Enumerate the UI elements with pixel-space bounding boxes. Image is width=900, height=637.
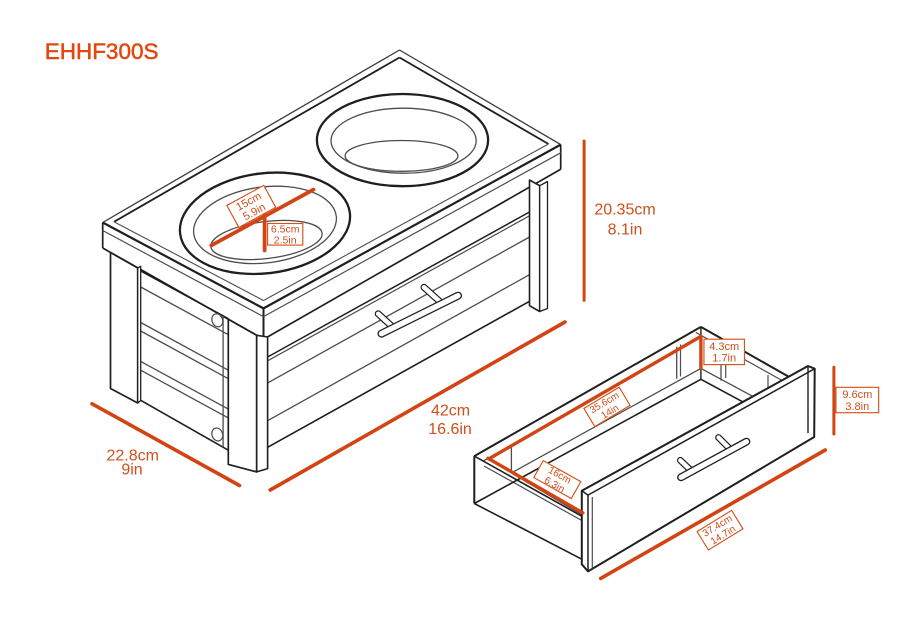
svg-text:6.5cm: 6.5cm	[271, 223, 300, 235]
svg-text:16.6in: 16.6in	[428, 421, 472, 438]
svg-text:20.35cm: 20.35cm	[594, 202, 655, 219]
svg-text:22.8cm: 22.8cm	[106, 447, 158, 464]
svg-text:3.8in: 3.8in	[845, 401, 869, 413]
svg-text:EHHF300S: EHHF300S	[45, 39, 159, 64]
svg-text:2.5in: 2.5in	[274, 235, 297, 247]
svg-text:42cm: 42cm	[431, 403, 470, 420]
svg-text:8.1in: 8.1in	[608, 222, 643, 239]
svg-text:9in: 9in	[121, 461, 142, 478]
svg-text:1.7in: 1.7in	[712, 353, 736, 365]
svg-text:9.6cm: 9.6cm	[842, 389, 872, 401]
svg-text:4.3cm: 4.3cm	[709, 341, 739, 353]
